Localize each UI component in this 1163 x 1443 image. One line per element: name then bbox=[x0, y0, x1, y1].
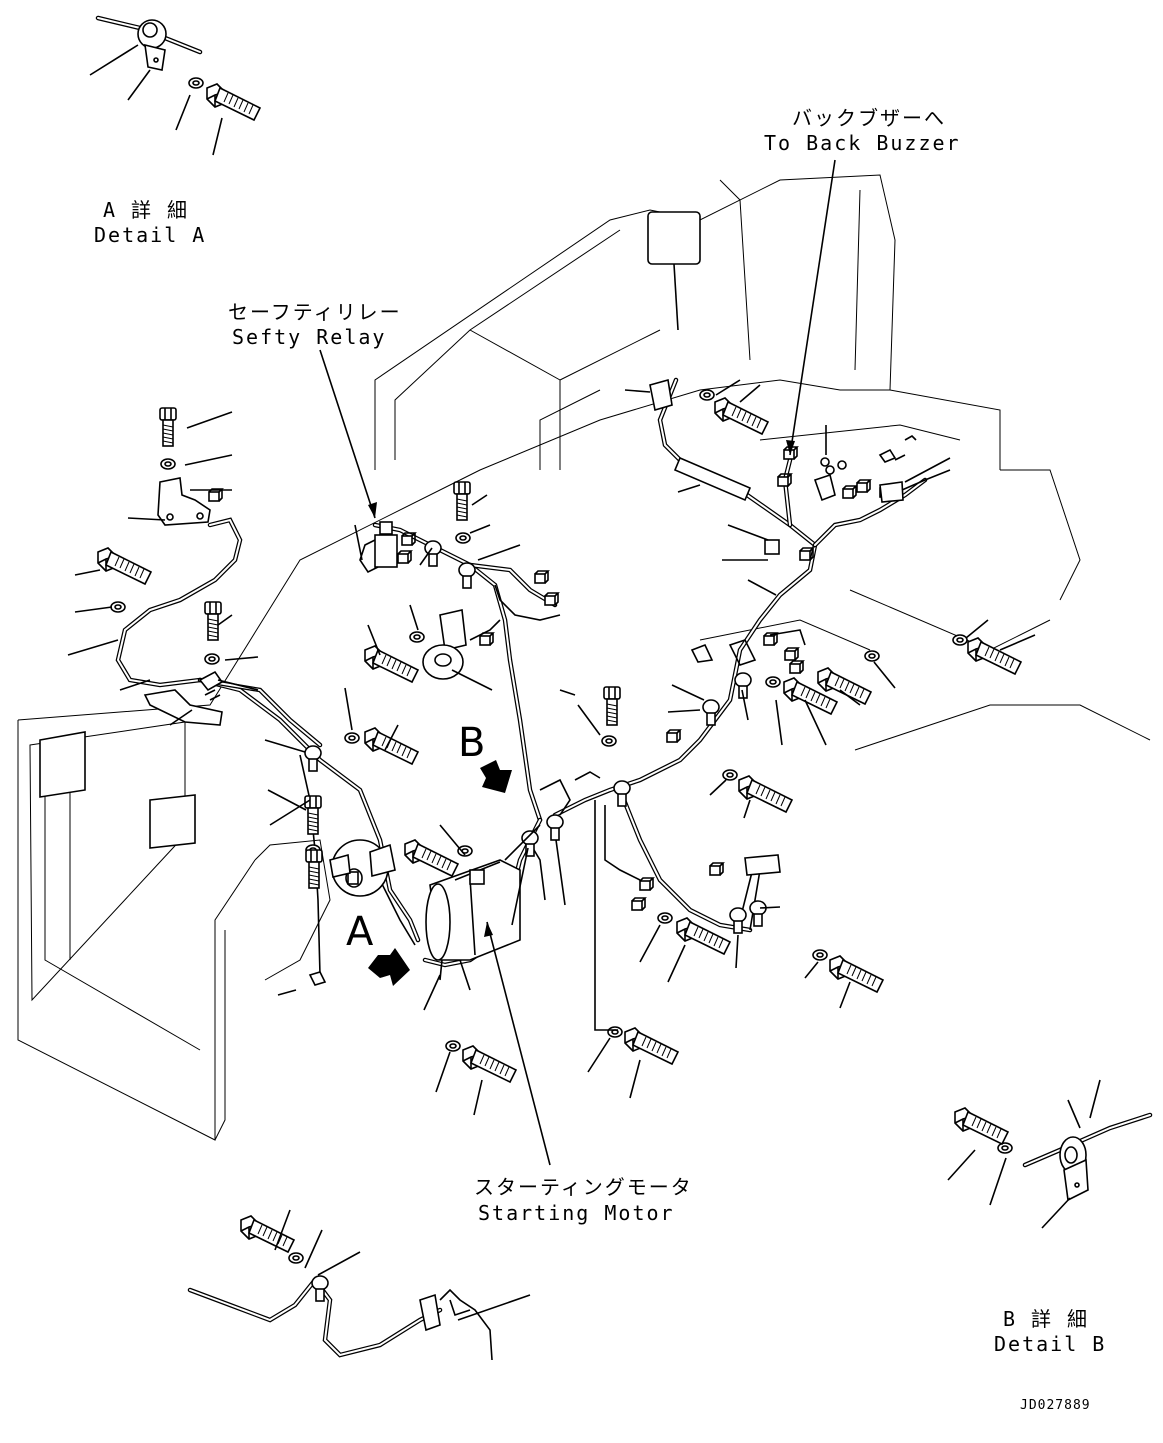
washer-icon bbox=[864, 650, 880, 662]
bolt-icon bbox=[714, 397, 769, 435]
safety-relay-label-en: Sefty Relay bbox=[232, 325, 387, 349]
back-buzzer-leader bbox=[789, 159, 836, 456]
washer-icon bbox=[344, 732, 360, 744]
clamp-icon bbox=[458, 562, 476, 589]
clamp-icon bbox=[304, 745, 322, 772]
bolt-icon bbox=[97, 547, 152, 585]
washer-icon bbox=[160, 458, 176, 470]
washer-icon bbox=[110, 601, 126, 613]
starting-motor-label-jp: スターティングモータ bbox=[474, 1175, 693, 1199]
detail-a-label-en: Detail A bbox=[94, 223, 207, 247]
bolt-icon bbox=[364, 727, 419, 765]
bolt-icon bbox=[967, 637, 1022, 675]
washer-icon bbox=[455, 532, 471, 544]
safety-relay-leader bbox=[319, 349, 376, 519]
back-buzzer-label-jp: バックブザーへ bbox=[792, 106, 946, 130]
washer-icon bbox=[607, 1026, 623, 1038]
bolt-icon bbox=[624, 1027, 679, 1065]
washer-icon bbox=[601, 735, 617, 747]
clamp-icon bbox=[613, 780, 631, 807]
washer-icon bbox=[952, 634, 968, 646]
bolt-icon bbox=[603, 686, 621, 726]
main-harness bbox=[115, 377, 928, 976]
bolt-icon bbox=[829, 955, 884, 993]
bolt-icon bbox=[453, 481, 471, 521]
detail-a-view bbox=[89, 15, 261, 156]
washer-icon bbox=[657, 912, 673, 924]
safety-relay bbox=[354, 521, 416, 574]
starting-motor-label-en: Starting Motor bbox=[478, 1201, 675, 1225]
bolt-icon bbox=[462, 1045, 517, 1083]
bolt-icon bbox=[738, 775, 793, 813]
washer-icon bbox=[812, 949, 828, 961]
washer-icon bbox=[288, 1252, 304, 1264]
bolt-icon bbox=[305, 849, 323, 889]
bolt-icon bbox=[364, 645, 419, 683]
detail-b-label-en: Detail B bbox=[994, 1332, 1107, 1356]
washer-icon bbox=[765, 676, 781, 688]
starter-motor-icon bbox=[331, 839, 521, 961]
back-buzzer-label-en: To Back Buzzer bbox=[764, 131, 961, 155]
safety-relay-label-jp: セーフティリレー bbox=[228, 300, 402, 324]
bolt-icon bbox=[204, 601, 222, 641]
washer-icon bbox=[699, 389, 715, 401]
detail-b-label-jp: B 詳 細 bbox=[1002, 1307, 1090, 1331]
washer-icon bbox=[445, 1040, 461, 1052]
washer-icon bbox=[722, 769, 738, 781]
washer-icon bbox=[204, 653, 220, 665]
detail-a-label-jp: A 詳 細 bbox=[102, 198, 190, 222]
bolt-icon bbox=[159, 407, 177, 447]
view-b-letter: B bbox=[458, 720, 486, 766]
view-a-letter: A bbox=[346, 909, 374, 955]
clamp-icon bbox=[749, 900, 767, 927]
detail-b-view bbox=[947, 1079, 1153, 1229]
horn-icon bbox=[422, 609, 467, 680]
machine-body-outline bbox=[17, 174, 1151, 1141]
leader-lines bbox=[67, 379, 1036, 1116]
view-arrow-icon bbox=[368, 760, 512, 986]
bolt-icon bbox=[404, 839, 459, 877]
starting-motor-leader bbox=[486, 921, 551, 1166]
clamp-icon bbox=[546, 814, 564, 841]
bottom-inset-harness bbox=[187, 1209, 531, 1361]
washer-icon bbox=[409, 631, 425, 643]
document-number: JD027889 bbox=[1020, 1398, 1091, 1413]
